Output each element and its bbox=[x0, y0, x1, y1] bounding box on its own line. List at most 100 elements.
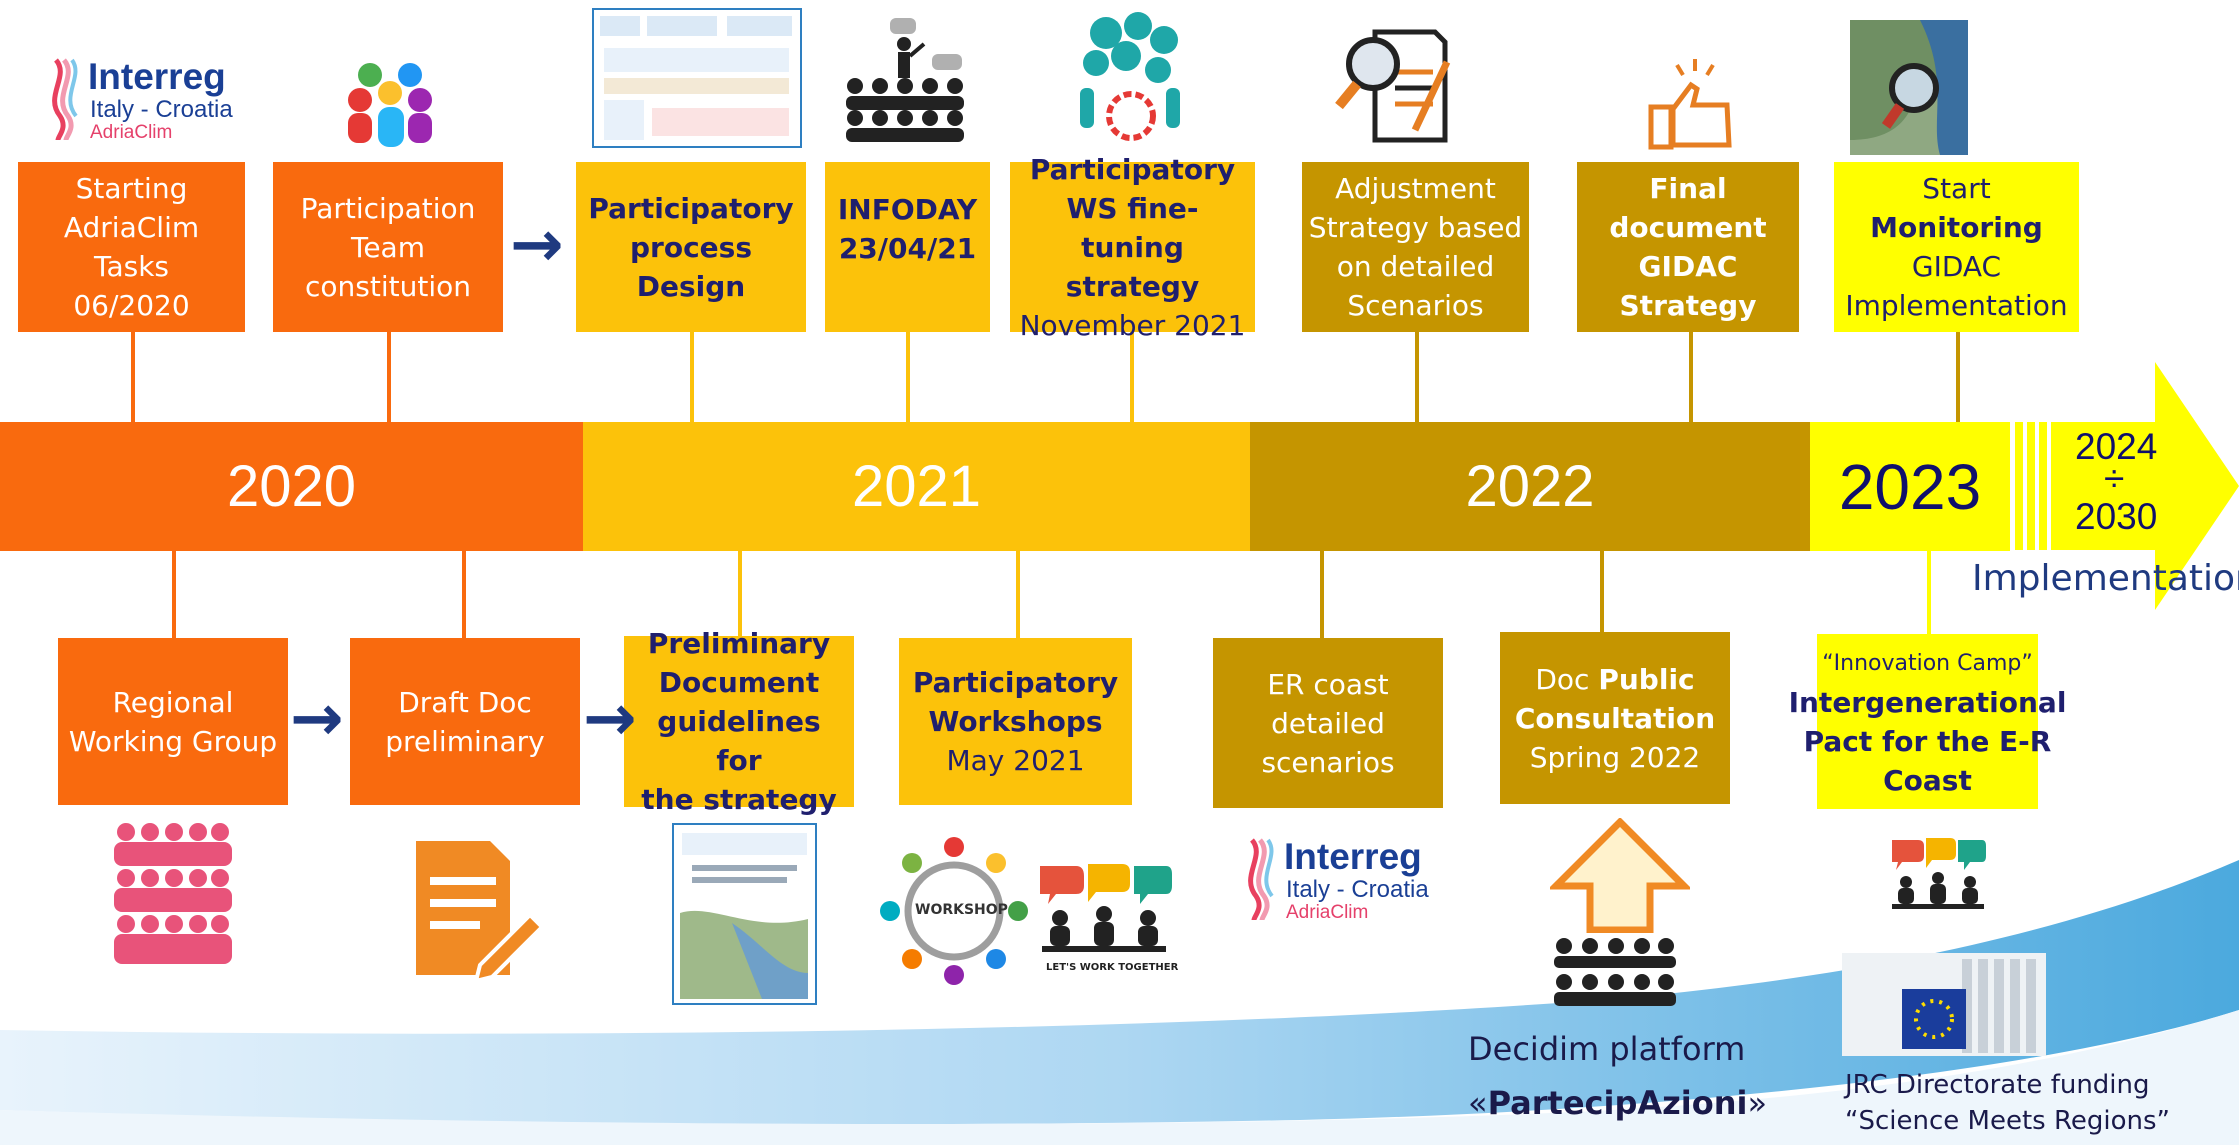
gears-workshop-icon bbox=[1080, 12, 1180, 141]
workshop-circle-icon bbox=[880, 837, 1028, 985]
box-line: process bbox=[629, 230, 752, 264]
quote-open: « bbox=[1468, 1084, 1488, 1122]
box-line: INFODAY bbox=[837, 193, 978, 226]
decidim-caption: Decidim platform bbox=[1468, 1030, 1746, 1068]
working-group-people-icon bbox=[114, 823, 232, 964]
box-line: document bbox=[1609, 211, 1767, 244]
connector-top-5 bbox=[1415, 330, 1419, 425]
box-line-part: Public bbox=[1598, 662, 1695, 696]
box-line: Scenarios bbox=[1347, 289, 1484, 322]
connector-top-2 bbox=[690, 330, 694, 425]
implementation-label: Implementation bbox=[1972, 558, 2239, 599]
interreg-brand: Interreg bbox=[88, 56, 226, 97]
upload-arrow-icon bbox=[1550, 818, 1690, 933]
magnifier-document-icon bbox=[1335, 29, 1451, 143]
year-band-2020: 2020 bbox=[0, 422, 583, 551]
box-line: strategy bbox=[1065, 269, 1200, 303]
connector-bottom-3 bbox=[1016, 551, 1020, 641]
box-line: 06/2020 bbox=[73, 289, 190, 322]
box-line: Doc Public bbox=[1515, 660, 1715, 699]
box-line: Strategy based bbox=[1308, 211, 1523, 244]
year-band-2021: 2021 bbox=[583, 422, 1250, 551]
year-2022: 2022 bbox=[1465, 454, 1595, 519]
box-line: ER coast bbox=[1267, 667, 1389, 701]
draft-document-pen-icon bbox=[416, 841, 545, 984]
box-line: Monitoring bbox=[1870, 211, 2043, 244]
interreg-project: AdriaClim bbox=[1286, 902, 1369, 923]
box-line: Workshops bbox=[928, 705, 1103, 738]
jrc-caption-line1: JRC Directorate funding bbox=[1845, 1070, 2150, 1100]
box-line: on detailed bbox=[1336, 250, 1495, 283]
interreg-program: Italy - Croatia bbox=[90, 96, 233, 123]
box-line: Participatory bbox=[912, 666, 1119, 699]
box-line: Starting bbox=[75, 172, 188, 205]
arrow-right-icon: → bbox=[510, 208, 564, 282]
box-line: WS fine-tuning bbox=[1066, 191, 1199, 264]
interreg-brand: Interreg bbox=[1284, 836, 1422, 877]
box-line: 23/04/21 bbox=[838, 232, 977, 265]
partecipazioni-caption: «PartecipAzioni» bbox=[1468, 1084, 1767, 1122]
box-line: Participatory bbox=[1029, 152, 1236, 186]
box-line: “Innovation Camp” bbox=[1822, 650, 2033, 676]
box-line: detailed bbox=[1271, 706, 1385, 740]
jrc-caption-line2: “Science Meets Regions” bbox=[1845, 1106, 2170, 1136]
coast-map-magnifier-icon bbox=[1850, 20, 1968, 155]
connector-top-7 bbox=[1956, 330, 1960, 425]
box-line: scenarios bbox=[1261, 745, 1395, 779]
box-line: Strategy bbox=[1619, 289, 1757, 322]
arrow-right-icon: → bbox=[290, 682, 344, 756]
interreg-program: Italy - Croatia bbox=[1286, 876, 1429, 903]
year-band-2023: 2023 bbox=[1810, 422, 2010, 551]
box-line: AdriaClim bbox=[63, 211, 200, 244]
box-line: Participatory bbox=[588, 191, 794, 225]
lets-work-together-small-icon bbox=[1892, 838, 1986, 909]
year-band-2022: 2022 bbox=[1250, 422, 1810, 551]
interreg-logo-bottom: Interreg Italy - Croatia AdriaClim bbox=[1246, 836, 1436, 926]
box-line: Document bbox=[658, 666, 820, 699]
connector-bottom-4 bbox=[1320, 551, 1324, 641]
year-range-end: 2030 bbox=[2075, 496, 2158, 537]
box-line: Participation bbox=[300, 191, 476, 225]
lets-work-together-label: LET'S WORK TOGETHER bbox=[1046, 962, 1179, 973]
box-line: May 2021 bbox=[946, 744, 1085, 777]
box-line: Draft Doc bbox=[398, 685, 532, 719]
eu-building-flag-icon bbox=[1842, 953, 2046, 1056]
audience-people-icon bbox=[1554, 938, 1676, 1006]
connector-top-4 bbox=[1130, 330, 1134, 425]
interreg-logo-top: Interreg Italy - Croatia AdriaClim bbox=[50, 56, 240, 146]
activity-draft-doc: Draft Doc preliminary bbox=[350, 638, 580, 805]
milestone-infoday: INFODAY 23/04/21 bbox=[825, 162, 990, 332]
connector-bottom-5 bbox=[1600, 551, 1604, 635]
document-cover-thumbnail bbox=[672, 823, 817, 1005]
box-line: Intergenerational bbox=[1788, 685, 2067, 719]
box-line: Spring 2022 bbox=[1529, 740, 1701, 774]
box-line-part: Doc bbox=[1535, 662, 1599, 696]
connector-top-0 bbox=[131, 330, 135, 425]
box-line: preliminary bbox=[385, 724, 545, 758]
box-line: Adjustment bbox=[1335, 172, 1496, 205]
interreg-wave-icon bbox=[52, 58, 78, 140]
connector-top-1 bbox=[387, 330, 391, 425]
box-line: Working Group bbox=[68, 724, 278, 758]
quote-close: » bbox=[1747, 1084, 1768, 1122]
connector-bottom-2 bbox=[738, 551, 742, 639]
box-line: GIDAC bbox=[1638, 250, 1738, 283]
process-diagram-thumbnail bbox=[592, 8, 802, 148]
box-line: Consultation bbox=[1514, 701, 1716, 735]
box-line: Pact for the E-R bbox=[1803, 724, 2052, 758]
box-line: Final bbox=[1649, 172, 1727, 205]
box-line: the strategy bbox=[641, 783, 837, 816]
thumbs-up-icon bbox=[1648, 59, 1732, 150]
box-line: Design bbox=[636, 269, 746, 303]
connector-top-6 bbox=[1689, 330, 1693, 425]
workshop-icon-label: WORKSHOP bbox=[915, 902, 1008, 918]
